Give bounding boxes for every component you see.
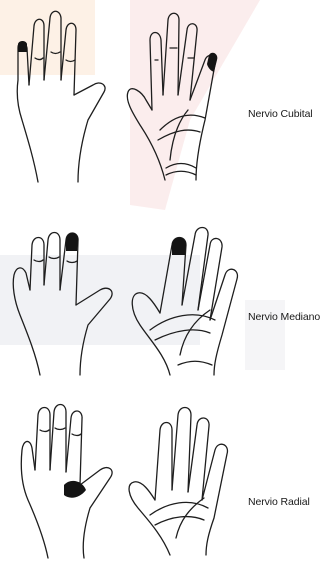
panel-nervio-mediano: Nervio Mediano (0, 215, 334, 390)
hand-palmar-illustration (0, 400, 334, 562)
hand-palmar-illustration (0, 215, 334, 390)
panel-nervio-cubital: Nervio Cubital (0, 0, 334, 190)
panel-nervio-radial: Nervio Radial (0, 400, 334, 562)
nerve-label: Nervio Radial (248, 496, 310, 508)
nerve-label: Nervio Mediano (248, 311, 320, 323)
nerve-label: Nervio Cubital (248, 108, 313, 120)
hand-palmar-illustration (0, 0, 334, 190)
